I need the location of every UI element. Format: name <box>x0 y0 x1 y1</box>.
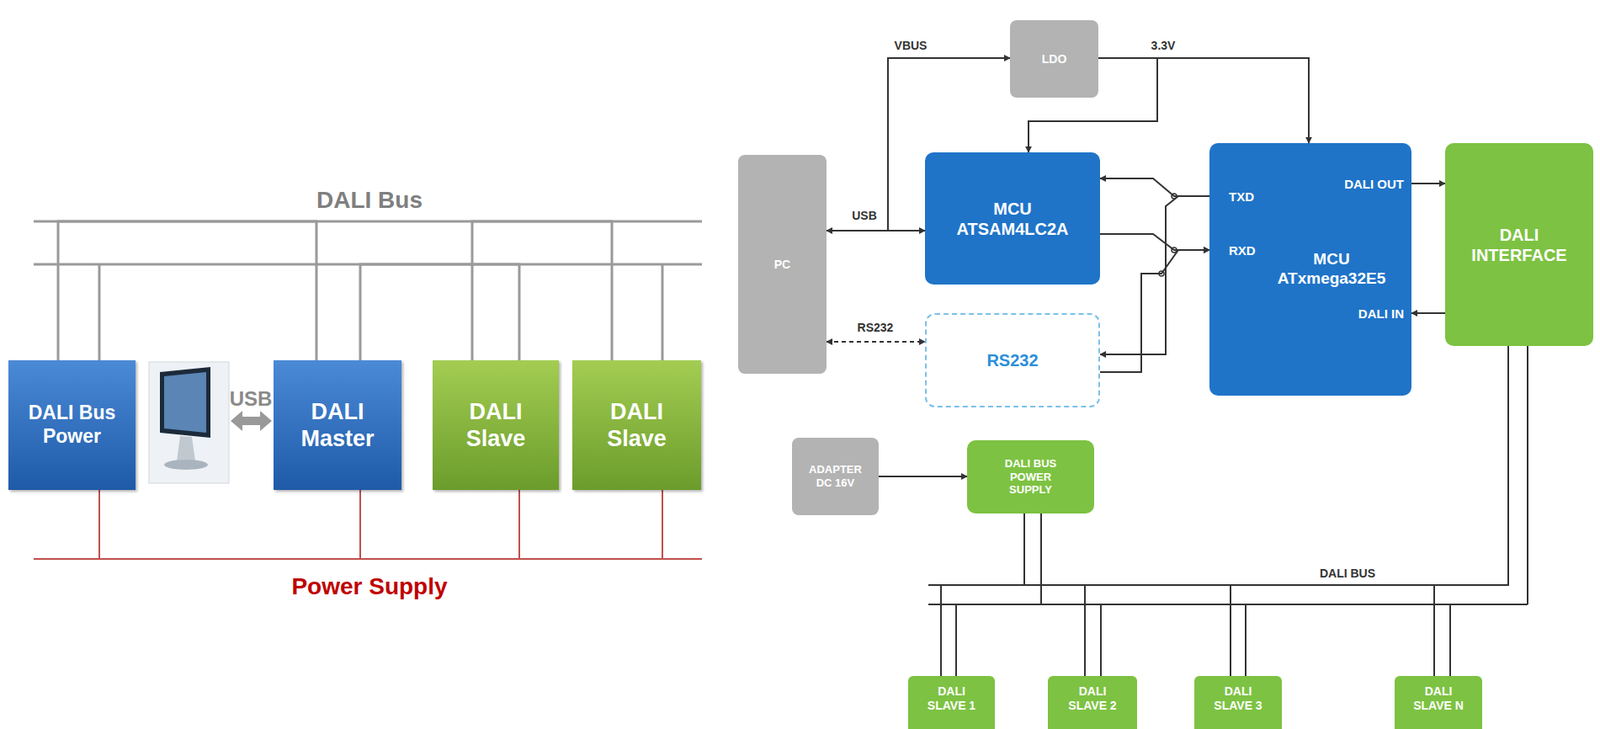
node-text: DALI INTERFACE <box>1467 224 1573 266</box>
slave-box: DALI Slave <box>432 360 559 490</box>
slave-box: DALI SLAVE 1 <box>908 675 995 729</box>
node-text: DALI SLAVE 2 <box>1064 684 1121 713</box>
monitor-stand <box>176 435 196 462</box>
monitor-frame <box>159 366 211 438</box>
ldo-box: LDO <box>1009 20 1099 98</box>
signal-label: VBUS <box>893 38 930 53</box>
bus-stub <box>1526 345 1529 605</box>
node-text: DALI Master <box>290 398 385 453</box>
connector <box>1100 233 1210 250</box>
bus-stub <box>1023 513 1026 585</box>
connector <box>1041 513 1101 676</box>
node-text: MCU ATxmega32E5 <box>1268 249 1395 289</box>
bus-stub <box>98 264 101 361</box>
power-stub <box>518 489 521 559</box>
node-text: RS232 <box>986 350 1038 371</box>
connector <box>826 340 925 343</box>
signal-label: USB <box>850 208 879 223</box>
pin-name: DALI IN <box>1358 306 1404 321</box>
bus-label: DALI Bus <box>316 186 423 214</box>
pc-icon-ground <box>148 361 229 484</box>
slave-box: DALI SLAVE 3 <box>1194 675 1282 729</box>
connector <box>1041 513 1246 676</box>
connector <box>1100 178 1210 197</box>
monitor-screen <box>164 372 207 433</box>
usb-arrow <box>230 410 272 431</box>
connector <box>1100 249 1210 373</box>
master-box: DALI Master <box>273 360 402 490</box>
interface-box: DALI INTERFACE <box>1445 143 1594 346</box>
node-text: DALI Bus Power <box>25 401 120 448</box>
signal-label: 3.3V <box>1149 38 1178 53</box>
node-text: PC <box>774 257 791 272</box>
connector <box>956 513 1042 676</box>
slave-box: DALI SLAVE 2 <box>1047 675 1138 729</box>
bus-power-box: DALI Bus Power <box>8 360 136 490</box>
slave-box: DALI Slave <box>572 360 702 490</box>
bus-wire <box>472 221 612 361</box>
node-text: DALI SLAVE N <box>1410 684 1467 713</box>
node-text: MCU ATSAM4LC2A <box>949 198 1076 240</box>
slave-box: DALI SLAVE N <box>1394 675 1483 729</box>
pin-name: DALI OUT <box>1344 176 1404 192</box>
bus-label: DALI BUS <box>1318 566 1377 580</box>
pin-name: TXD <box>1228 189 1255 204</box>
connector <box>1434 345 1509 676</box>
usb-label: USB <box>229 387 273 411</box>
pc-box: PC <box>738 154 827 374</box>
power-stub <box>661 489 664 559</box>
adapter-box: ADAPTER DC 16V <box>792 437 879 516</box>
node-text: ADAPTER DC 16V <box>805 462 867 490</box>
pin-name: RXD <box>1228 243 1256 258</box>
connector <box>1098 58 1309 144</box>
power-wire <box>33 558 702 560</box>
node-text: DALI Slave <box>590 398 685 453</box>
connector <box>878 475 968 478</box>
node-text: DALI Slave <box>448 398 543 453</box>
power-stub <box>359 489 362 559</box>
bus-wire <box>360 264 520 361</box>
power-stub <box>98 489 101 559</box>
power-supply-box: DALI BUS POWER SUPPLY <box>967 440 1095 514</box>
connector <box>1041 513 1451 676</box>
node-text: DALI SLAVE 1 <box>924 684 980 713</box>
monitor-base <box>164 459 208 470</box>
node-text: DALI BUS POWER SUPPLY <box>988 457 1074 497</box>
node-text: DALI SLAVE 3 <box>1210 684 1266 713</box>
connector <box>1100 196 1210 355</box>
connector <box>1411 182 1446 185</box>
connector <box>1411 312 1446 314</box>
bus-wire <box>58 221 317 361</box>
signal-label: RS232 <box>855 320 896 335</box>
bus-stub <box>661 264 665 361</box>
mcu-box: MCU ATSAM4LC2A <box>924 152 1101 285</box>
node-text: LDO <box>1041 52 1068 67</box>
rs232-box: RS232 <box>924 313 1101 408</box>
power-label: Power Supply <box>291 573 447 601</box>
